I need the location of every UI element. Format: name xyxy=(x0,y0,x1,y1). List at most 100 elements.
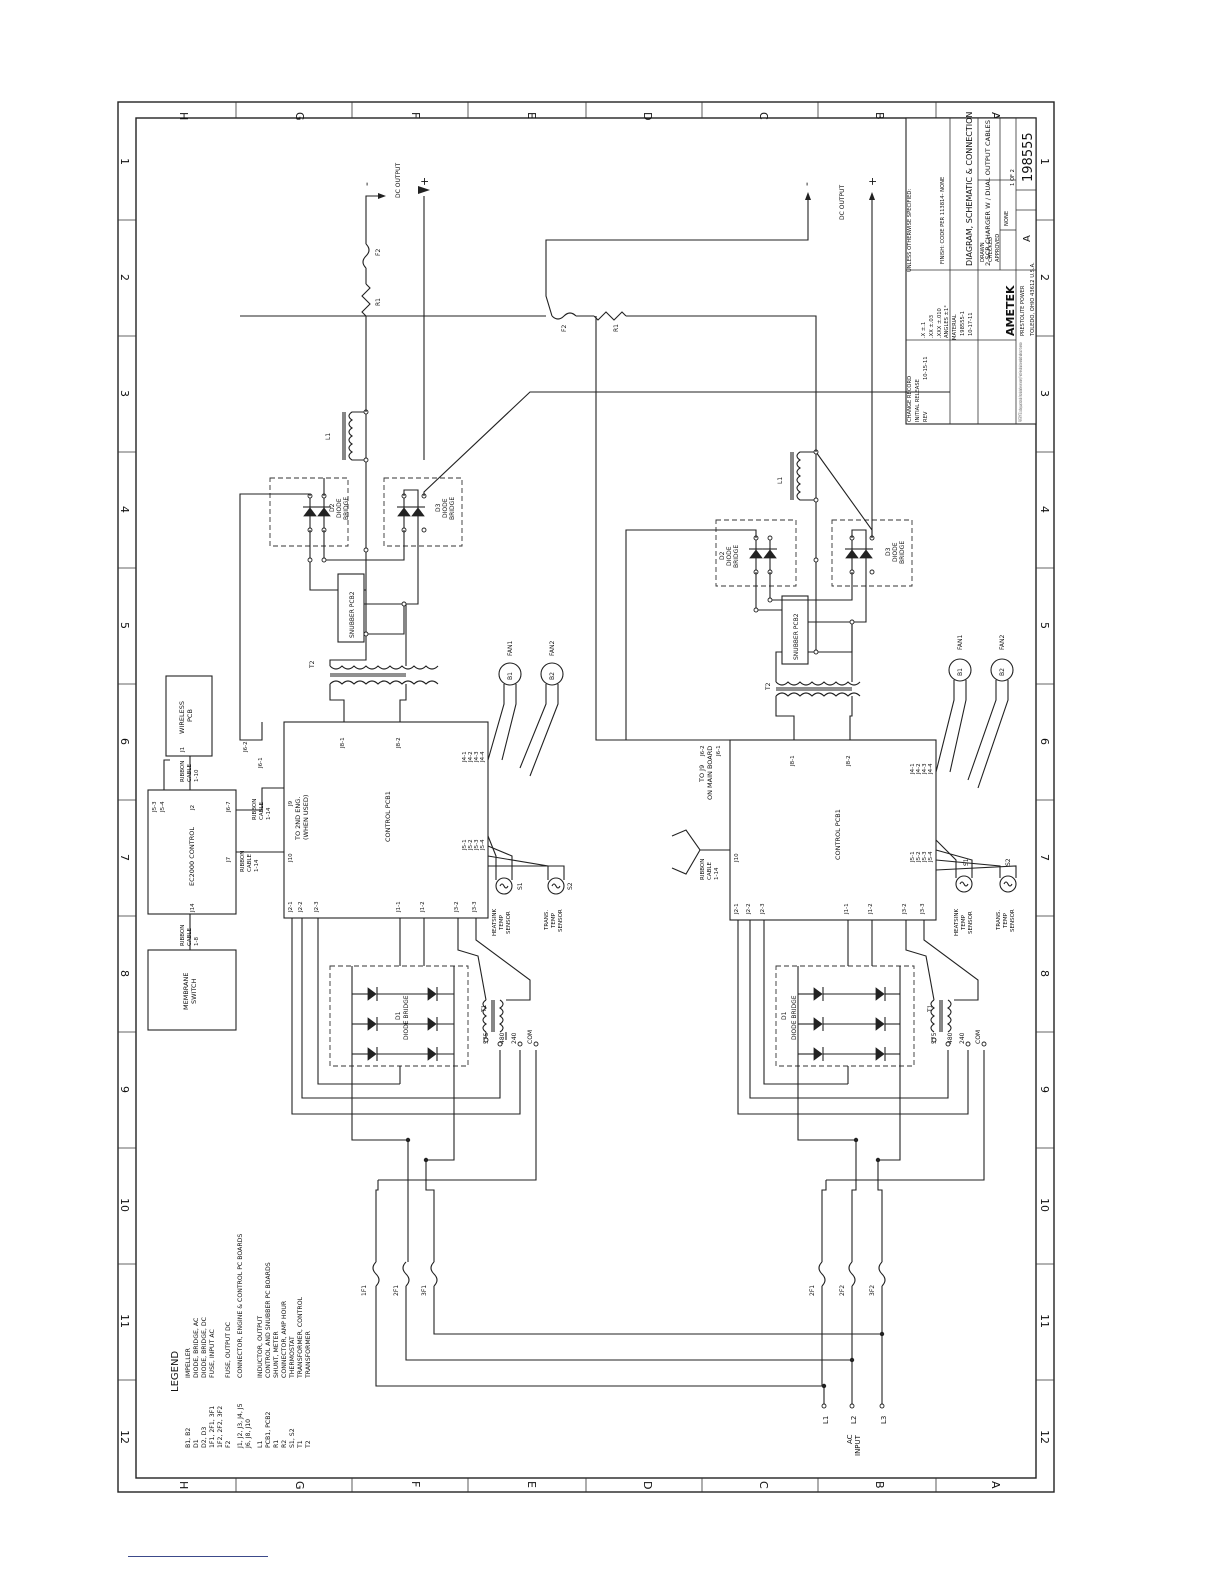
s2-label: S2 xyxy=(567,882,574,890)
zone-letters-bottom: H G F E D C B A xyxy=(177,1481,1002,1490)
connector-j3-3: J3-3 xyxy=(920,903,926,915)
zone-letter: H xyxy=(177,112,190,120)
connector-j5-4: J5-4 xyxy=(928,851,934,863)
dc-minus: - xyxy=(800,182,813,186)
heatsink-1: HEATSINK xyxy=(492,908,498,936)
legend-ref: F2 xyxy=(225,1440,232,1448)
connector-j2-1: J2-1 xyxy=(734,903,740,915)
title-tolerance-1: .X ±.1 xyxy=(921,322,927,338)
zone-letter: H xyxy=(177,1481,190,1489)
dc-output-lower: - + DC OUTPUT R1 F2 xyxy=(561,177,879,332)
d1-name: D1 xyxy=(395,1011,402,1020)
connector-j6-7: J6-7 xyxy=(226,801,232,813)
zone-numbers-left: 1 2 3 4 5 6 7 8 9 10 11 12 xyxy=(118,158,131,1444)
d3-diode: DIODE xyxy=(892,542,899,562)
b2-label: B2 xyxy=(549,672,556,680)
b2-label: B2 xyxy=(999,668,1006,676)
connector-j10: J10 xyxy=(288,853,294,863)
connector-j10: J10 xyxy=(734,853,740,863)
connector-j6-2: J6-2 xyxy=(700,745,706,757)
legend-desc: INDUCTOR, OUTPUT xyxy=(257,1316,264,1378)
ac-l2: L2 xyxy=(850,1416,858,1424)
zone-number: 1 xyxy=(1038,158,1051,165)
thermostat-s1-lower: S1 HEATSINK TEMP SENSOR xyxy=(935,839,974,936)
connector-j2-1: J2-1 xyxy=(288,901,294,913)
thermostat-s2-upper: S2 TRANS. TEMP SENSOR xyxy=(487,855,574,932)
legend-ref: S1, S2 xyxy=(289,1428,296,1448)
title-proprietary: PROPRIETARY NOTICE: this drawing, subjec… xyxy=(1018,342,1023,422)
tap-com: COM xyxy=(975,1030,982,1044)
zone-number: 5 xyxy=(1038,622,1051,629)
legend-descs: IMPELLER DIODE, BRIDGE, AC DIODE, BRIDGE… xyxy=(185,1234,312,1379)
t1-label: T1 xyxy=(481,1004,488,1013)
connector-j8-1: J8-1 xyxy=(790,755,796,767)
r1-label: R1 xyxy=(613,324,620,332)
j2-wiring-upper xyxy=(291,918,455,1161)
legend-ref: D2, D3 xyxy=(201,1427,208,1448)
zone-number: 4 xyxy=(118,506,131,513)
ec2000-wiring xyxy=(163,756,284,950)
legend-ref: R2 xyxy=(281,1440,288,1448)
connector-j2-3: J2-3 xyxy=(314,901,320,913)
title-line-1: DIAGRAM, SCHEMATIC & CONNECTION xyxy=(965,112,974,266)
membrane-label-1: MEMBRANE xyxy=(182,973,190,1010)
heatsink-2: TEMP xyxy=(499,914,505,931)
connector-j5-2: J5-2 xyxy=(468,839,474,851)
fuse-labels: 1F1 2F1 3F1 2F1 2F2 3F2 xyxy=(361,1285,876,1296)
membrane-label-2: SWITCH xyxy=(190,978,198,1004)
title-drawn: DRAWN xyxy=(980,242,986,262)
zone-letter: E xyxy=(525,112,538,119)
ribbon-label: RIBBON xyxy=(700,859,706,880)
d2-bridge: BRIDGE xyxy=(343,497,350,520)
r1-label: R1 xyxy=(375,298,382,306)
connector-j5-3: J5-3 xyxy=(152,801,158,813)
ribbon-label: RIBBON xyxy=(252,799,258,820)
zone-number: 8 xyxy=(1038,970,1051,977)
legend-desc: DIODE, BRIDGE, DC xyxy=(201,1317,208,1378)
b1-label: B1 xyxy=(957,668,964,676)
legend-desc: TRANSFORMER, CONTROL xyxy=(297,1296,304,1379)
connector-j4-3: J4-3 xyxy=(922,763,928,775)
zone-number: 4 xyxy=(1038,506,1051,513)
diode-bridge-d1-lower: D1 DIODE BRIDGE xyxy=(781,920,901,1061)
title-sheet: 1 OF 2 xyxy=(1010,169,1016,186)
title-tolerance-3: .XXX ±.010 xyxy=(937,308,943,338)
b1-label: B1 xyxy=(507,672,514,680)
title-checked: CHECKED xyxy=(988,237,994,262)
to-j9-label: TO J9 xyxy=(698,765,706,783)
connector-j5-1: J5-1 xyxy=(910,851,916,863)
ribbon-break-lower xyxy=(671,829,730,875)
inductor-l1-lower: L1 xyxy=(777,449,819,503)
zone-number: 1 xyxy=(118,158,131,165)
zone-number: 2 xyxy=(118,274,131,281)
dc-plus: + xyxy=(866,177,879,186)
zone-letter: D xyxy=(641,1481,654,1489)
connector-j2-3: J2-3 xyxy=(760,903,766,915)
t2-label: T2 xyxy=(309,660,316,669)
trans-2: TEMP xyxy=(551,912,557,929)
ribbon-label: RIBBON xyxy=(180,761,186,782)
connector-j4-2: J4-2 xyxy=(468,751,474,763)
zone-letter: C xyxy=(757,112,770,120)
engine-1: CONTROL PCB1 TO 2ND ENG. (WHEN USED) J9 … xyxy=(239,162,950,1181)
ec2000-control: EC2000 CONTROL J14 J7 J2 J5-3 J5-4 J6-7 xyxy=(147,789,237,915)
heatsink-2: TEMP xyxy=(961,914,967,931)
bridge-nodes-lower xyxy=(753,557,855,655)
zone-number: 3 xyxy=(118,390,131,397)
s1-label: S1 xyxy=(517,882,524,890)
control-pcb1-upper xyxy=(283,721,489,919)
connector-j3-2: J3-2 xyxy=(902,903,908,915)
connector-j5-4: J5-4 xyxy=(480,839,486,851)
zone-number: 5 xyxy=(118,622,131,629)
zone-letter: G xyxy=(293,112,306,121)
legend-ref: T1 xyxy=(297,1440,304,1449)
zone-number: 11 xyxy=(1038,1314,1051,1328)
connector-j14: J14 xyxy=(190,903,196,913)
connector-j4-1: J4-1 xyxy=(462,751,468,763)
title-date: 10-17-11 xyxy=(968,312,974,336)
d3-name: D3 xyxy=(885,547,892,556)
ribbon-label: 1-8 xyxy=(194,937,200,946)
fuse-2f1: 2F1 xyxy=(393,1285,400,1296)
title-tolerance-2: .XX ±.03 xyxy=(929,315,935,338)
